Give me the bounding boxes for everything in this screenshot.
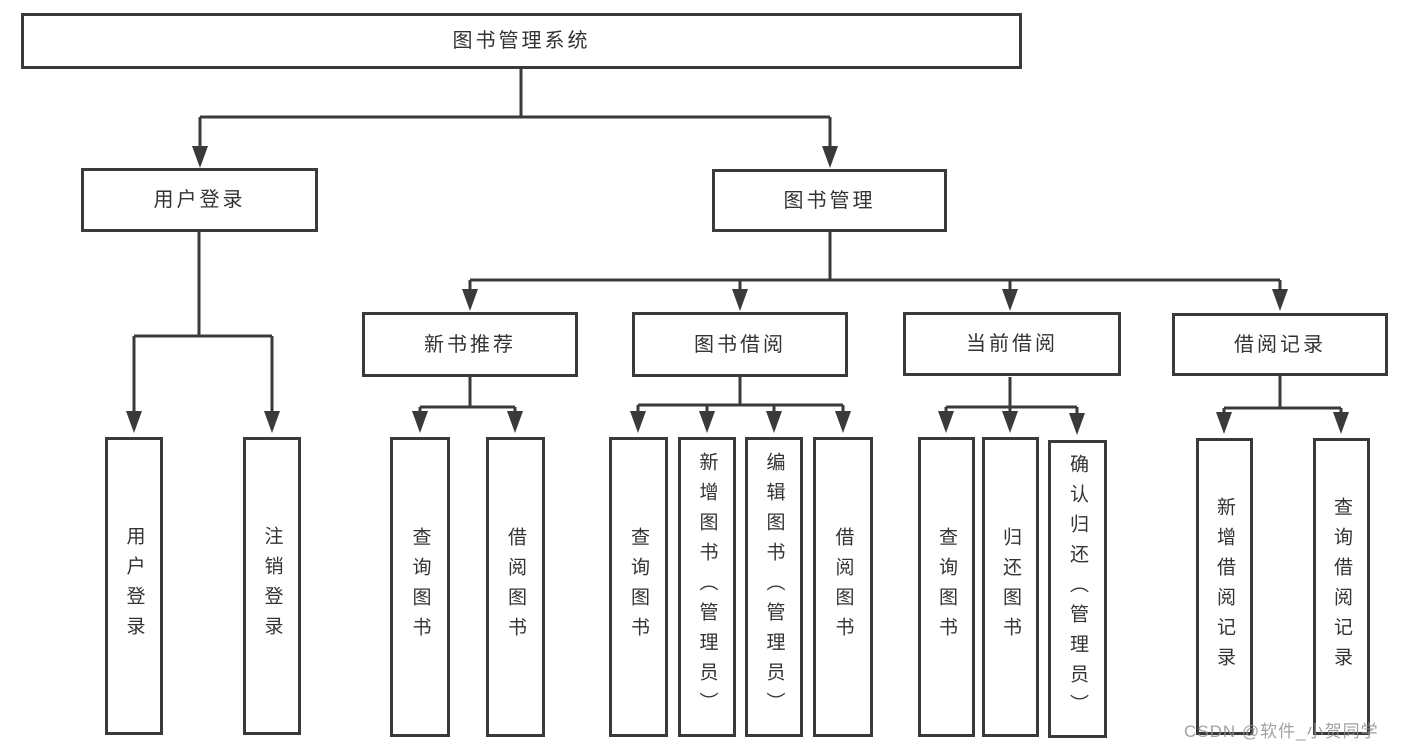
connector-borrow-records-to-children	[1216, 376, 1349, 434]
node-leaf-borrow-books-1: 借阅图书	[486, 437, 545, 737]
node-book-management: 图书管理	[712, 169, 947, 232]
node-leaf-confirm-return-admin: 确认归还（管理员）	[1048, 440, 1107, 738]
connector-new-book-rec-to-children	[412, 377, 523, 433]
node-leaf-edit-books-admin: 编辑图书（管理员）	[745, 437, 803, 737]
connector-book-borrow-to-children	[630, 377, 851, 433]
node-book-borrowing: 图书借阅	[632, 312, 848, 377]
node-borrowing-records: 借阅记录	[1172, 313, 1388, 376]
node-leaf-add-books-admin: 新增图书（管理员）	[678, 437, 736, 737]
node-leaf-return-books: 归还图书	[982, 437, 1039, 737]
node-leaf-query-books-3: 查询图书	[918, 437, 975, 737]
node-leaf-logout: 注销登录	[243, 437, 301, 735]
node-root-system: 图书管理系统	[21, 13, 1022, 69]
csdn-watermark: CSDN @软件_小贺同学	[1184, 722, 1379, 741]
node-user-login: 用户登录	[81, 168, 318, 232]
node-leaf-query-books-2: 查询图书	[609, 437, 668, 737]
node-leaf-add-borrow-record: 新增借阅记录	[1196, 438, 1253, 735]
node-leaf-borrow-books-2: 借阅图书	[813, 437, 873, 737]
connector-current-borrow-to-children	[938, 377, 1085, 435]
node-leaf-query-borrow-record: 查询借阅记录	[1313, 438, 1370, 735]
connector-root-to-level2	[192, 69, 838, 168]
node-current-borrowing: 当前借阅	[903, 312, 1121, 376]
connector-book-mgmt-to-level3	[462, 232, 1288, 311]
node-leaf-query-books-1: 查询图书	[390, 437, 450, 737]
connector-user-login-to-children	[126, 232, 280, 433]
node-new-book-recommendation: 新书推荐	[362, 312, 578, 377]
node-leaf-user-login: 用户登录	[105, 437, 163, 735]
